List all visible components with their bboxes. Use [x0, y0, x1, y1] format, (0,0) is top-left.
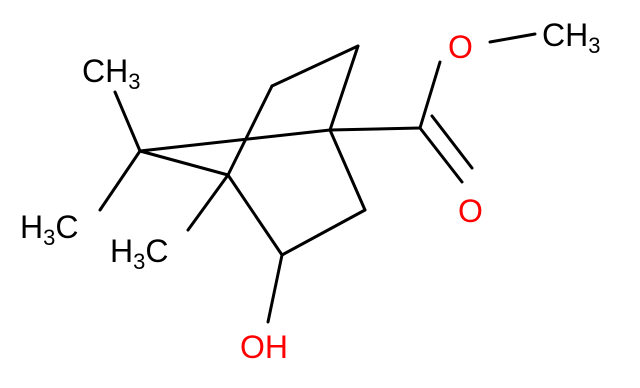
bond-c5-c4 — [226, 173, 284, 257]
h3c-left-label: H3C — [20, 209, 78, 250]
bond-bridge-methyl-top — [113, 90, 142, 153]
ch3-top-label: CH3 — [82, 53, 140, 94]
bond-bridge-c4 — [138, 149, 230, 177]
bond-c7-ester-o — [418, 60, 442, 130]
bond-c1-bridge — [138, 128, 332, 153]
bond-c2-c3 — [270, 44, 360, 88]
bond-carbonyl-a — [418, 126, 464, 184]
bond-bridge-methyl-left — [98, 149, 142, 212]
hydroxyl-label: OH — [240, 329, 288, 365]
bond-c4-methyl — [186, 173, 230, 232]
bond-carbonyl-b — [430, 114, 474, 170]
bond-layer — [98, 32, 537, 324]
bond-c5-oh — [266, 253, 284, 324]
bond-c1-c8 — [328, 128, 367, 212]
carbonyl-oxygen-label: O — [458, 193, 483, 229]
ester-oxygen-label: O — [448, 29, 473, 65]
bond-c8-c5 — [280, 208, 367, 257]
ch3-ester-label: CH3 — [542, 17, 600, 58]
h3c-bridge-label: H3C — [110, 233, 168, 274]
bond-ester-o-methyl — [488, 32, 537, 44]
bond-c3-c4 — [226, 84, 274, 177]
bond-c1-c7 — [328, 126, 422, 132]
bond-c1-c2 — [328, 44, 360, 132]
